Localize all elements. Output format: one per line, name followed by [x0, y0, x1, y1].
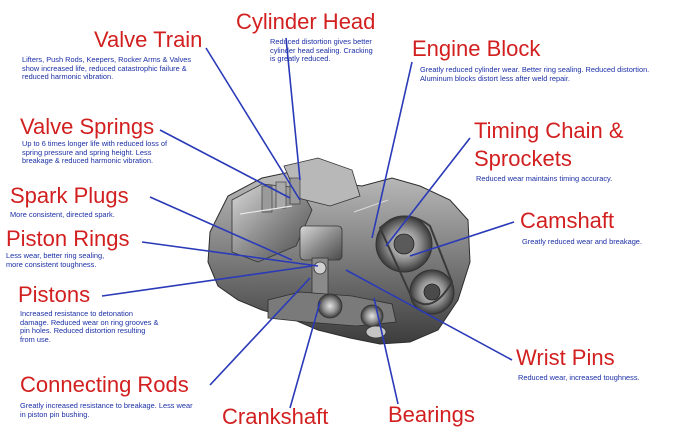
connecting-rods-description: Greatly increased resistance to breakage…	[20, 401, 193, 419]
piston-rings-description: Less wear, better ring sealing, more con…	[6, 251, 105, 269]
valve-train-description: Lifters, Push Rods, Keepers, Rocker Arms…	[22, 55, 192, 82]
pistons-title: Pistons	[18, 282, 91, 307]
valve-train-title: Valve Train	[94, 27, 203, 52]
wrist-pins-description: Reduced wear, increased toughness.	[518, 373, 640, 382]
crankshaft-title: Crankshaft	[222, 404, 329, 429]
camshaft-title: Camshaft	[520, 208, 615, 233]
cylinder-head-description: Reduced distortion gives better cylinder…	[270, 37, 373, 64]
timing-chain-description: Reduced wear maintains timing accuracy.	[476, 174, 613, 183]
camshaft-description: Greatly reduced wear and breakage.	[522, 237, 642, 246]
wrist-pins-title: Wrist Pins	[516, 345, 615, 370]
valve-springs-description: Up to 6 times longer life with reduced l…	[22, 139, 168, 166]
spark-plugs-description: More consistent, directed spark.	[10, 210, 115, 219]
timing-chain-title-line1: Timing Chain &	[474, 118, 624, 143]
bearings-title: Bearings	[388, 402, 475, 427]
connecting-rods-title: Connecting Rods	[20, 372, 189, 397]
cylinder-head-title: Cylinder Head	[236, 9, 376, 34]
pistons-description: Increased resistance to detonation damag…	[20, 309, 159, 344]
timing-chain-title-line2: Sprockets	[474, 146, 572, 171]
spark-plugs-title: Spark Plugs	[10, 183, 129, 208]
piston-rings-title: Piston Rings	[6, 226, 130, 251]
valve-springs-title: Valve Springs	[20, 114, 155, 139]
engine-block-title: Engine Block	[412, 36, 541, 61]
leader-lines	[101, 37, 515, 409]
engine-block-description: Greatly reduced cylinder wear. Better ri…	[420, 65, 650, 83]
